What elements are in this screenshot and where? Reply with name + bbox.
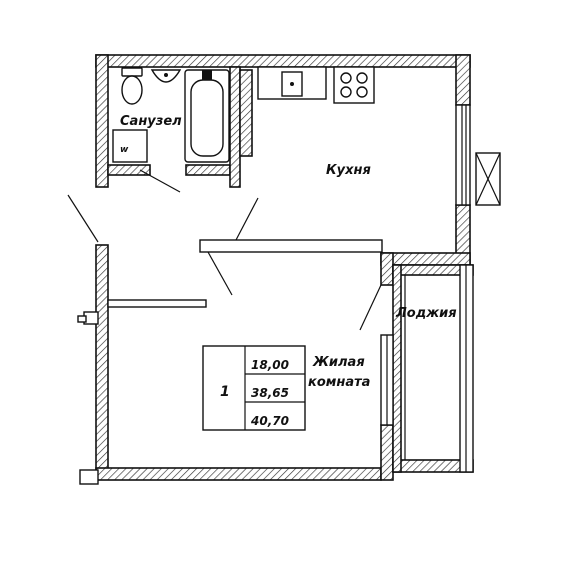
room-label-loggia: Лоджия [395,306,457,321]
bathtub [184,69,230,163]
kitchen-window [455,104,471,206]
exterior-walls [95,54,471,481]
rooms-count: 1 [220,384,230,400]
bathroom-door-swing [139,169,181,193]
area-table: 1 18,00 38,65 40,70 [202,345,306,431]
room-label-living-2: комната [308,375,370,390]
entrance-marker [77,311,99,325]
room-label-kitchen: Кухня [326,163,371,178]
living-area: 18,00 [251,358,289,372]
plumbing-box [239,69,253,157]
washing-machine: w [112,129,148,163]
bottom-left-stub [79,469,99,485]
toilet [121,67,143,105]
interior-walls [107,66,383,308]
room-label-living-1: Жилая [312,355,365,370]
vent-shaft [475,152,501,206]
area-with-loggia: 40,70 [250,414,289,428]
loggia [392,264,474,473]
entry-door-swing [67,194,99,243]
washer-label: w [120,145,129,155]
kitchen-sink [257,66,327,100]
loggia-window [380,334,394,426]
kitchen-door-swing [235,197,259,241]
stove [333,66,375,104]
total-area: 38,65 [251,386,289,400]
room-label-bathroom: Санузел [120,114,182,129]
living-door-swing [207,251,233,296]
sink [150,69,182,83]
loggia-door-swing [359,284,382,331]
